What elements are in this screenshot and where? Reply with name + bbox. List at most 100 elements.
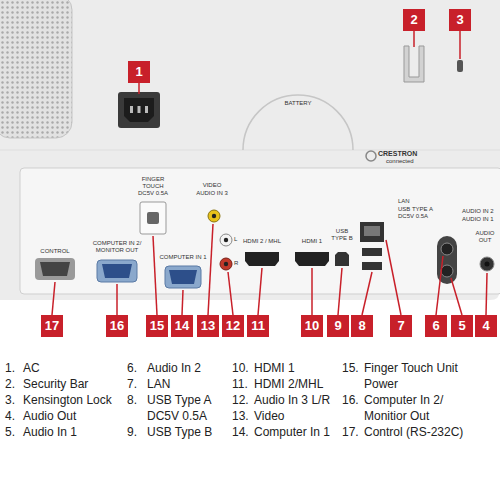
part-name: USB Type B: [147, 424, 227, 440]
callout-box: 8: [351, 315, 373, 337]
part-name: Audio In 1: [23, 424, 123, 440]
ac-pin: [145, 106, 148, 113]
audio-out-jack: [480, 257, 494, 271]
callout-box: 10: [301, 315, 323, 337]
callout-box: 6: [425, 315, 447, 337]
callout-number: 3: [453, 9, 467, 31]
video-jack: [208, 210, 220, 222]
security-bar: [404, 46, 424, 82]
list-number: 16.: [342, 392, 359, 408]
callout-number: 4: [479, 315, 493, 337]
battery-cover: [243, 95, 353, 150]
usb-a-port: [362, 262, 382, 270]
port-label: AUDIO IN 2: [462, 208, 494, 215]
list-number: 8.: [127, 392, 137, 408]
callout-number: 2: [407, 9, 421, 31]
port-label: CRESTRON: [378, 150, 417, 158]
port-label: COMPUTER IN 1: [159, 254, 206, 261]
vga-port: [97, 260, 137, 282]
callout-box: 14: [171, 315, 193, 337]
port-label: CONTROL: [40, 248, 69, 255]
kensington-slot: [457, 60, 463, 72]
part-name: Audio In 3 L/R: [254, 392, 338, 408]
part-name: Computer In 1: [254, 424, 338, 440]
callout-box: 11: [247, 315, 269, 337]
port-label: HDMI 1: [302, 238, 322, 245]
callout-number: 11: [251, 315, 265, 337]
list-number: 3.: [5, 392, 15, 408]
vga-port: [165, 266, 201, 288]
lan-port: [360, 222, 384, 242]
usb-a-port: [362, 248, 382, 256]
part-name: HDMI 1: [254, 360, 338, 376]
port-label: USB TYPE A DC5V 0.5A: [398, 206, 438, 220]
port-label: LAN: [398, 198, 410, 205]
list-number: 2.: [5, 376, 15, 392]
callout-box: 16: [106, 315, 128, 337]
part-name: USB Type A DC5V 0.5A: [147, 392, 227, 424]
port-label: HDMI 2 / MHL: [243, 238, 281, 245]
leader-line: [436, 256, 443, 315]
crestron-icon: [366, 151, 376, 161]
part-name: Control (RS-232C): [364, 424, 476, 440]
list-number: 7.: [127, 376, 137, 392]
part-name: Security Bar: [23, 376, 123, 392]
port-label: USB TYPE B: [329, 228, 355, 242]
callout-box: 3: [449, 9, 471, 31]
leader-lines: [52, 31, 487, 315]
port-label: AUDIO IN 3: [196, 190, 228, 197]
leader-line: [116, 284, 118, 315]
audio-r-jack: [220, 258, 232, 270]
part-name: Audio Out: [23, 408, 123, 424]
part-name: AC: [23, 360, 123, 376]
leader-line: [182, 290, 183, 315]
list-number: 17.: [342, 424, 359, 440]
list-number: 4.: [5, 408, 15, 424]
finger-touch-port: [140, 202, 166, 234]
ac-inlet: [118, 92, 160, 128]
port-label: VIDEO: [203, 182, 222, 189]
leader-line: [338, 268, 342, 315]
panel-edge: [0, 150, 500, 151]
part-name: Finger Touch Unit Power: [364, 360, 476, 392]
leader-line: [258, 268, 262, 315]
port-label: AUDIO IN 1: [462, 216, 494, 223]
port-label: COMPUTER IN 2/ MONITOR OUT: [90, 240, 144, 254]
part-name: Video: [254, 408, 338, 424]
callout-box: 13: [197, 315, 219, 337]
callout-number: 1: [132, 61, 146, 83]
speaker-grille: [0, 0, 72, 138]
port-label: BATTERY: [284, 100, 311, 107]
port-label: FINGER TOUCH DC5V 0.5A: [136, 176, 170, 198]
leader-line: [459, 31, 461, 59]
audio-l-jack: [220, 234, 232, 246]
jack-hole: [212, 214, 216, 218]
list-number: 13.: [232, 408, 249, 424]
callout-number: 12: [226, 315, 240, 337]
callout-number: 8: [355, 315, 369, 337]
part-name: Audio In 2: [147, 360, 227, 376]
callout-number: 16: [110, 315, 124, 337]
callout-box: 5: [451, 315, 473, 337]
control-port-socket: [40, 262, 70, 276]
callout-box: 12: [222, 315, 244, 337]
list-number: 6.: [127, 360, 137, 376]
connector-plate: [20, 168, 500, 294]
hdmi-port: [295, 252, 329, 266]
list-number: 14.: [232, 424, 249, 440]
lan-port-contacts: [364, 226, 380, 236]
leader-line: [451, 278, 462, 315]
leader-line: [413, 31, 415, 47]
port-label: L: [234, 236, 237, 243]
callout-number: 6: [429, 315, 443, 337]
part-name: LAN: [147, 376, 227, 392]
leader-line: [386, 240, 401, 315]
ac-pin: [138, 106, 141, 113]
leader-line: [138, 83, 140, 94]
audio-in-1-jack: [441, 265, 453, 277]
callout-box: 1: [128, 61, 150, 83]
callout-box: 7: [390, 315, 412, 337]
callout-box: 15: [146, 315, 168, 337]
callout-number: 5: [455, 315, 469, 337]
